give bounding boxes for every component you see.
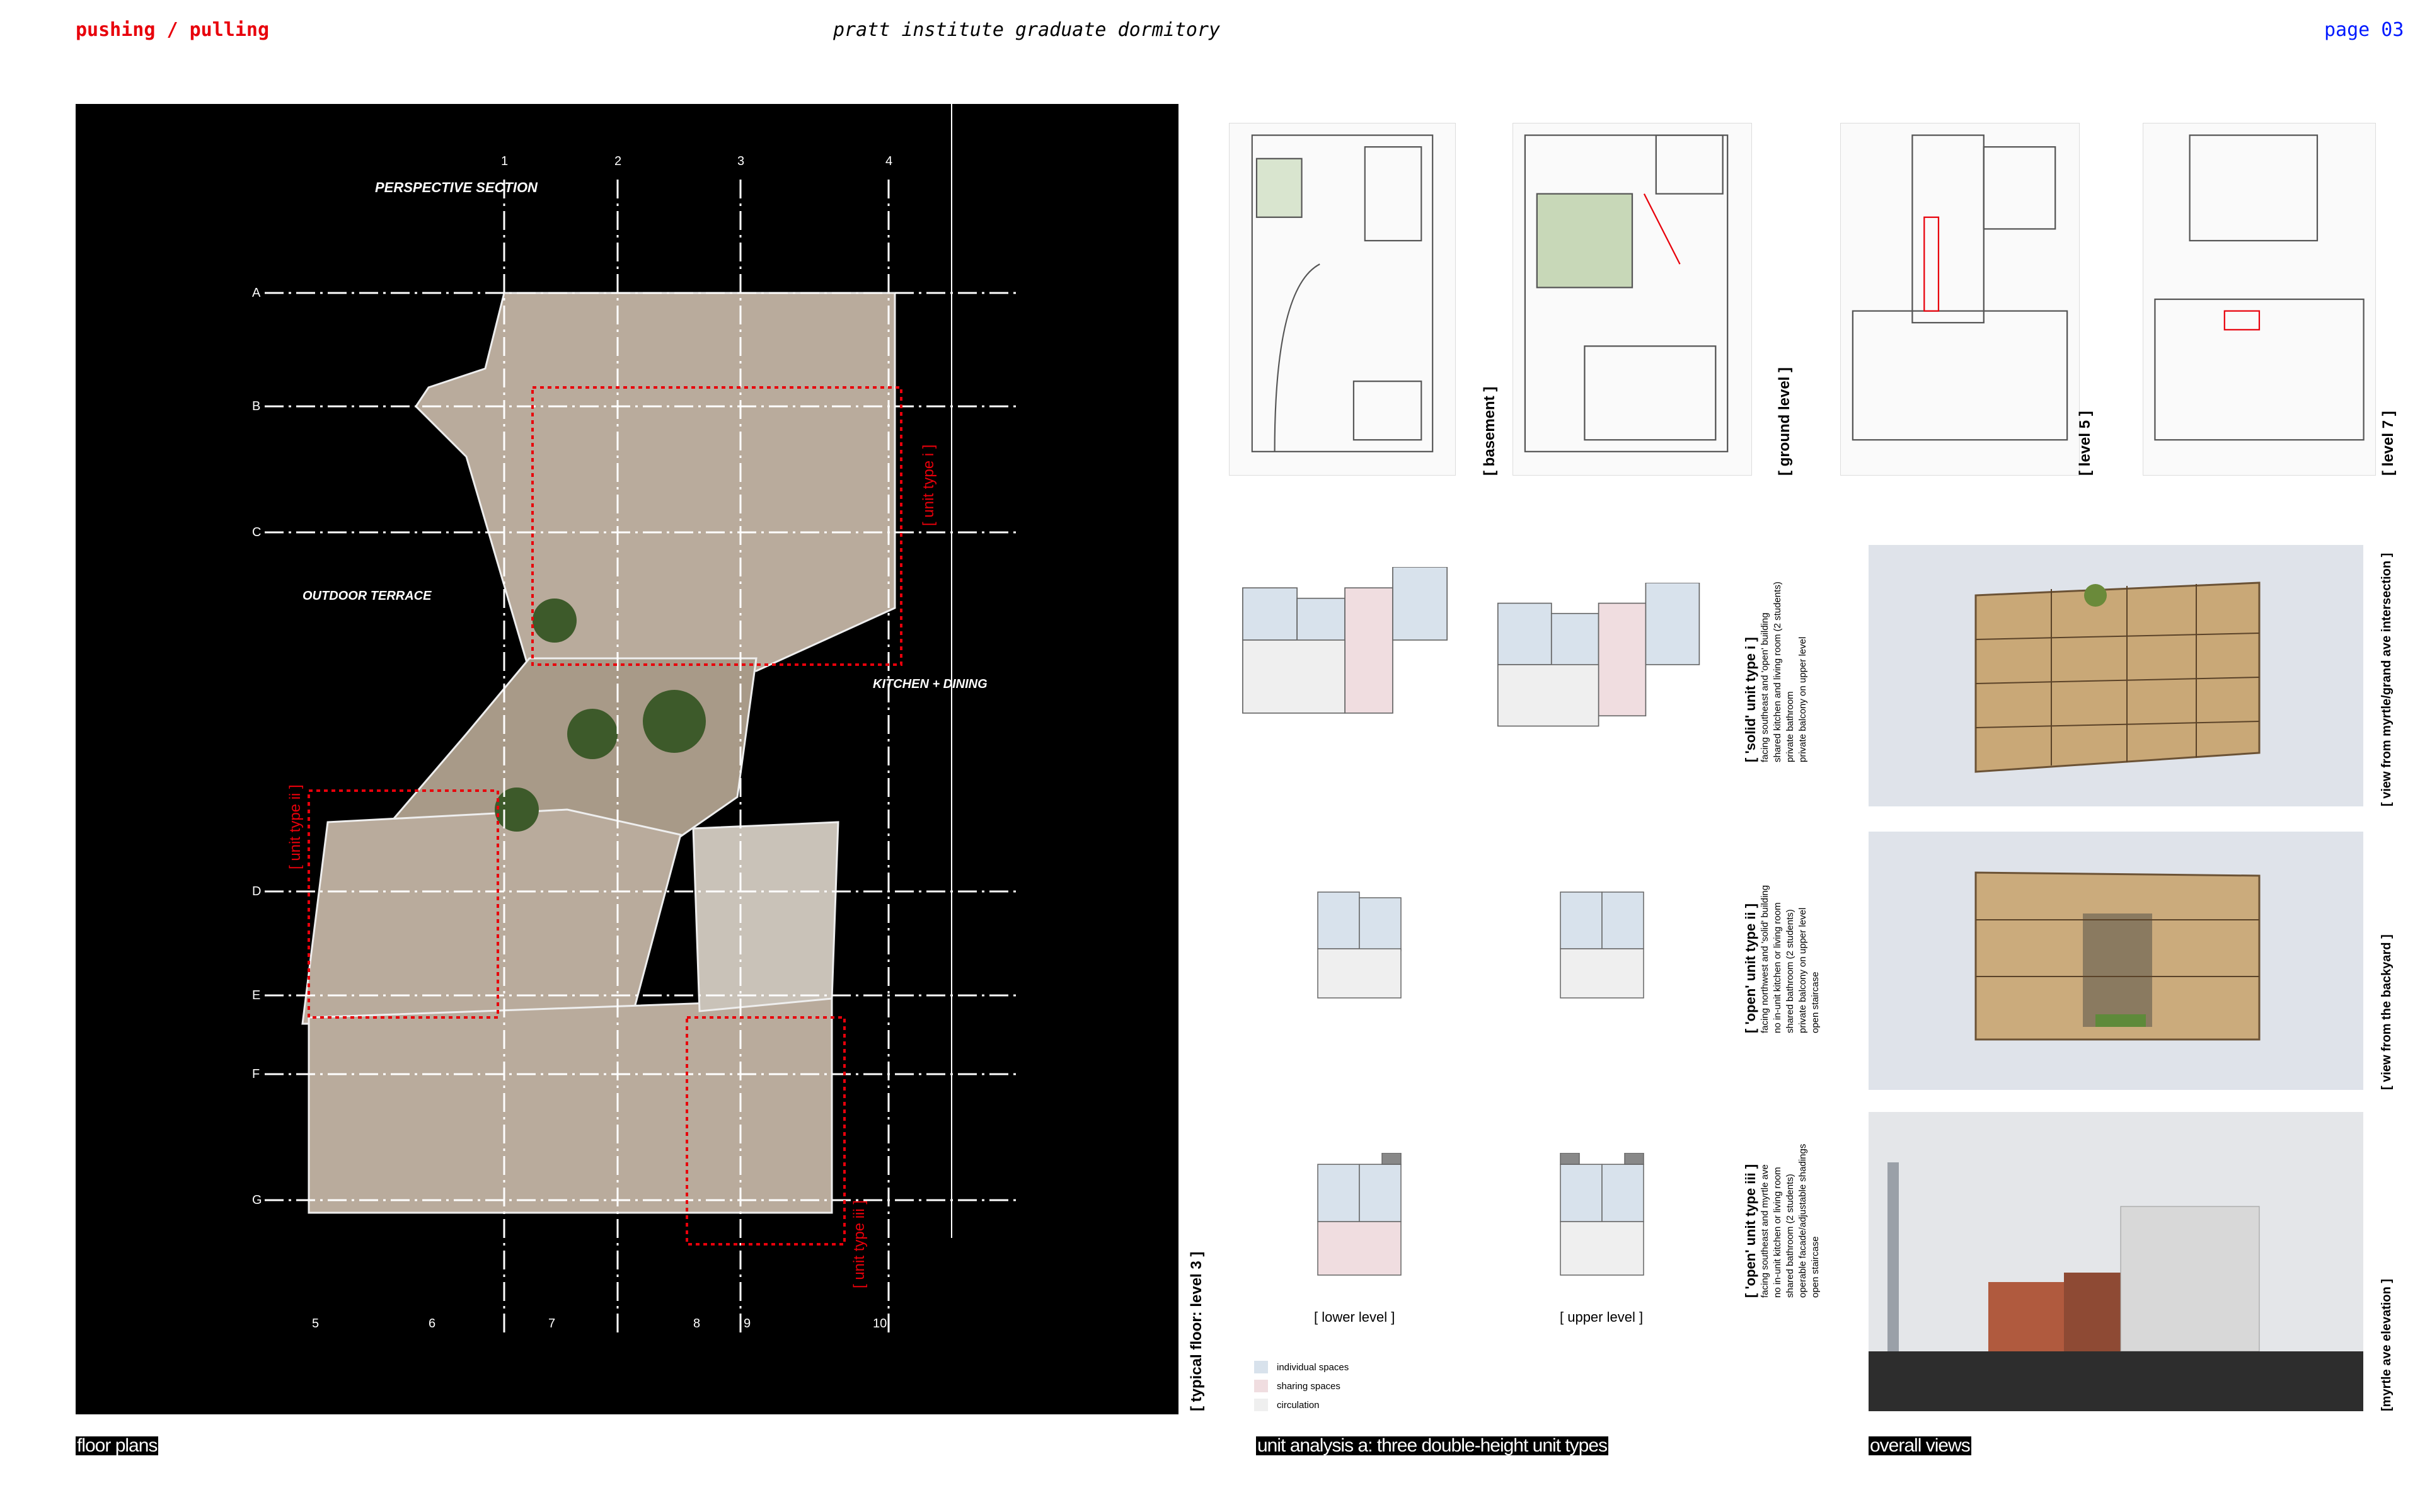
plan-level-5 xyxy=(1840,123,2080,476)
model-drawing xyxy=(265,104,1021,1332)
unit-i-lower-plan xyxy=(1238,566,1456,734)
legend-swatch-circulation xyxy=(1254,1399,1268,1411)
unit-i-upper-plan xyxy=(1494,582,1708,747)
legend-swatch-sharing xyxy=(1254,1380,1268,1392)
legend-label: individual spaces xyxy=(1277,1361,1349,1373)
view-myrtle-grand-render xyxy=(1869,545,2363,806)
outdoor-terrace-note: OUTDOOR TERRACE xyxy=(302,589,432,603)
building-wing-south xyxy=(308,997,833,1214)
plan-ground-level xyxy=(1512,123,1752,476)
building-wing-north xyxy=(415,292,896,672)
page-subtitle: pratt institute graduate dormitory xyxy=(833,19,1221,41)
building-wing-west xyxy=(301,808,682,1025)
unit-type-ii-outline xyxy=(308,789,499,1019)
plan-level-5-label: [ level 5 ] xyxy=(2077,411,2094,476)
kitchen-dining-note: KITCHEN + DINING xyxy=(873,677,988,691)
unit-type-i-description: [ 'solid' unit type i ]facing southeast … xyxy=(1743,581,1808,762)
plan-level-7-label: [ level 7 ] xyxy=(2380,411,2397,476)
floor-plans-caption: floor plans xyxy=(76,1435,159,1456)
legend-label: circulation xyxy=(1277,1399,1320,1411)
upper-level-label: [ upper level ] xyxy=(1560,1309,1644,1325)
project-title: pushing / pulling xyxy=(76,19,270,41)
model-floor-plan: PERSPECTIVE SECTION OUTDOOR TERRACE KITC… xyxy=(76,104,1178,1414)
unit-iii-lower-plan xyxy=(1314,1152,1409,1279)
myrtle-elevation-label: [myrtle ave elevation ] xyxy=(2380,1278,2394,1411)
legend: individual spaces sharing spaces circula… xyxy=(1254,1361,1349,1418)
view-backyard-render xyxy=(1869,832,2363,1090)
typical-floor-label: [ typical floor: level 3 ] xyxy=(1188,1251,1205,1411)
legend-swatch-individual xyxy=(1254,1361,1268,1373)
plan-basement-label: [ basement ] xyxy=(1481,386,1498,476)
unit-type-iii-description: [ 'open' unit type iii ]facing southeast… xyxy=(1743,1143,1821,1298)
plan-ground-level-label: [ ground level ] xyxy=(1776,367,1793,476)
unit-type-ii-label: [ unit type ii ] xyxy=(287,784,304,869)
unit-type-iii-outline xyxy=(686,1016,846,1246)
view-myrtle-grand-label: [ view from myrtle/grand ave intersectio… xyxy=(2380,553,2394,806)
unit-type-i-label: [ unit type i ] xyxy=(920,444,937,526)
legend-label: sharing spaces xyxy=(1277,1380,1340,1392)
overall-views-caption: overall views xyxy=(1869,1435,1971,1456)
unit-type-iii-label: [ unit type iii ] xyxy=(851,1200,868,1288)
perspective-section-note: PERSPECTIVE SECTION xyxy=(375,180,538,195)
lower-level-label: [ lower level ] xyxy=(1314,1309,1395,1325)
plan-basement xyxy=(1229,123,1456,476)
page-number: page 03 xyxy=(2324,19,2404,41)
unit-type-ii-description: [ 'open' unit type ii ]facing northwest … xyxy=(1743,885,1821,1033)
kitchen-dining xyxy=(692,821,839,1012)
plan-level-7 xyxy=(2143,123,2376,476)
unit-ii-upper-plan xyxy=(1557,888,1651,1002)
view-backyard-label: [ view from the backyard ] xyxy=(2380,934,2394,1090)
unit-ii-lower-plan xyxy=(1314,888,1409,1002)
unit-type-i-outline xyxy=(531,386,902,666)
unit-iii-upper-plan xyxy=(1557,1152,1651,1279)
myrtle-elevation-image xyxy=(1869,1112,2363,1411)
unit-analysis-caption: unit analysis a: three double-height uni… xyxy=(1256,1435,1609,1456)
